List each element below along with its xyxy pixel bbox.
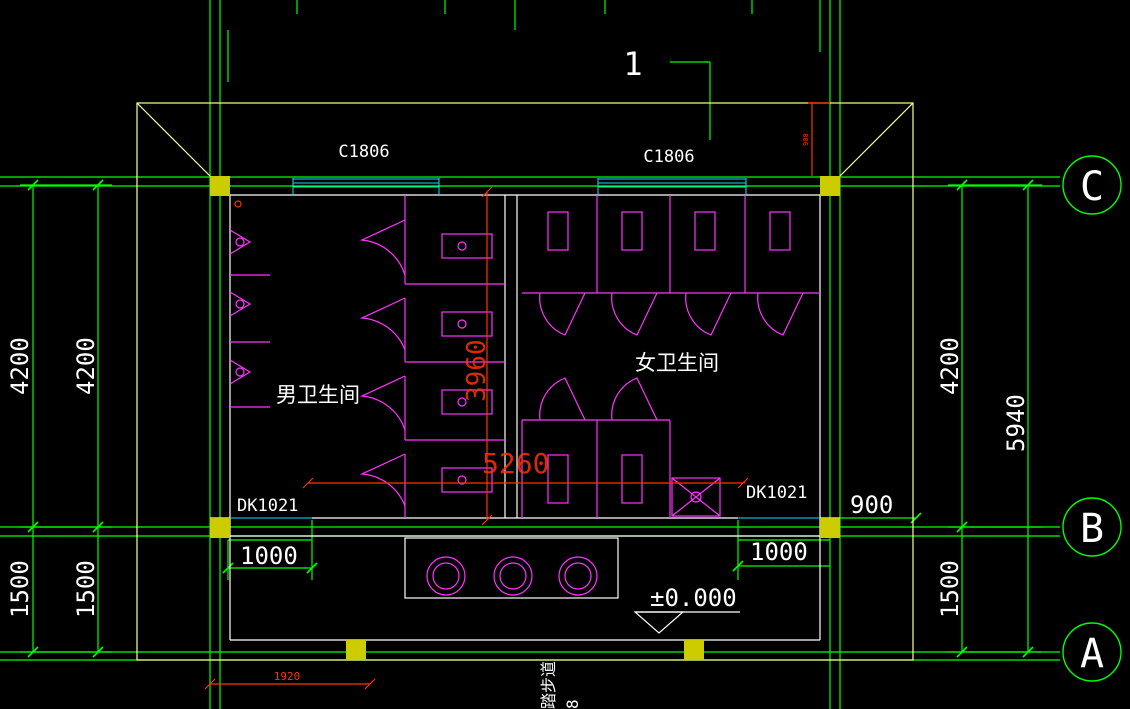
dim-left-outer-top: 4200 [6,337,34,395]
axis-label-c: C [1080,164,1104,210]
dim-right-overall: 5940 [1002,394,1030,452]
accent-dimensions [204,102,830,690]
dim-door-left: 1000 [240,542,298,570]
window-label-left: C1806 [338,142,389,162]
section-mark: 1 [623,45,642,83]
fixtures-women [426,195,820,596]
dim-stall-height: 3960 [462,339,492,402]
dimension-ticks [27,179,1034,658]
window-right [597,178,747,195]
window-left [292,178,440,195]
dim-left-inner-bottom: 1500 [72,560,100,618]
fixtures-men [229,195,505,518]
axis-label-b: B [1080,506,1104,552]
dim-right-upper: 4200 [936,337,964,395]
door-label-right: DK1021 [746,483,807,503]
room-label-men: 男卫生间 [276,383,360,407]
axis-bubbles [1062,155,1122,682]
elevation-label: ±0.000 [650,584,737,612]
columns [210,176,840,660]
door-label-left: DK1021 [237,496,298,516]
room-label-women: 女卫生间 [635,351,719,375]
dim-door-right: 1000 [750,538,808,566]
dim-left-inner-top: 4200 [72,337,100,395]
dim-stall-width: 5260 [482,447,549,480]
axis-label-a: A [1080,631,1104,677]
grid-lines [0,0,1060,709]
bottom-ramp-label-2: 8 [563,699,582,709]
dim-left-outer-bottom: 1500 [6,560,34,618]
elevation-marker [633,611,740,634]
dim-bottom-span: 1920 [274,670,301,683]
dim-roof-overhang: 900 [802,133,810,146]
roof-outline [136,102,914,661]
dim-right-lower: 1500 [936,560,964,618]
window-label-right: C1806 [643,147,694,167]
walls [210,194,840,641]
dim-overhang: 900 [850,491,893,519]
bottom-ramp-label: 踏步道 [539,661,558,709]
